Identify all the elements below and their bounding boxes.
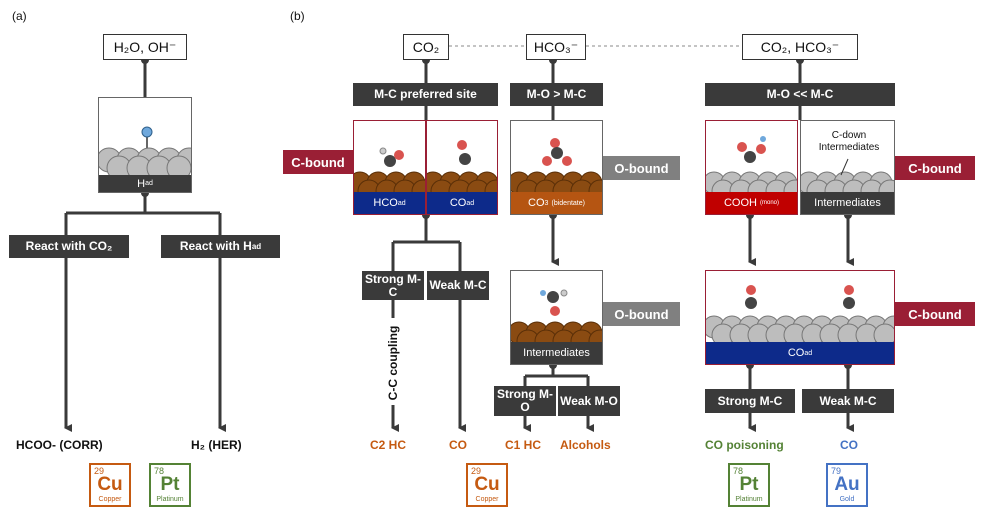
reactant-water-box: H₂O, OH⁻ (103, 34, 187, 60)
product-h2: H₂ (HER) (191, 438, 242, 452)
reactant-co2-hco3-box: CO₂, HCO₃⁻ (742, 34, 858, 60)
product-alcohols: Alcohols (560, 438, 611, 452)
header-mc-preferred-site: M-C preferred site (353, 83, 498, 106)
co-on-surface-illustration (706, 285, 894, 347)
c-bound-tag-right-top: C-bound (895, 156, 975, 180)
strong-mc-au-box: Strong M-C (705, 389, 795, 413)
c-down-note: C-down Intermediates (818, 130, 880, 153)
o-bound-tag-bottom: O-bound (603, 302, 680, 326)
c-bound-tag-right-bottom: C-bound (895, 302, 975, 326)
weak-mc-au-box: Weak M-C (802, 389, 894, 413)
intermediates-label-top: Intermediates (801, 192, 894, 214)
strong-mc-box: Strong M-C (362, 271, 424, 300)
weak-mo-box: Weak M-O (558, 386, 620, 416)
cooh-label: COOH (mono) (706, 192, 797, 214)
header-mo-gt-mc: M-O > M-C (510, 83, 603, 106)
o-bound-tag-top: O-bound (603, 156, 680, 180)
header-mo-ll-mc: M-O << M-C (705, 83, 895, 106)
intermediates-label-mid: Intermediates (511, 342, 602, 364)
c-bound-tag-left: C-bound (283, 150, 353, 174)
intermediates-o-bound-image: Intermediates (510, 270, 603, 365)
weak-mc-box: Weak M-C (427, 271, 489, 300)
product-co-au: CO (840, 438, 858, 452)
reactant-co2-box: CO₂ (403, 34, 449, 60)
cooh-surface-image: COOH (mono) (705, 120, 798, 215)
product-c1hc: C1 HC (505, 438, 542, 452)
c-down-intermediates-image: C-down Intermediates Intermediates (800, 120, 895, 215)
reactant-hco3-box: HCO₃⁻ (526, 34, 586, 60)
react-with-co2-box: React with CO₂ (9, 235, 129, 258)
strong-mo-box: Strong M-O (494, 386, 556, 416)
product-hcoo: HCOO- (CORR) (16, 438, 103, 452)
product-co-cu: CO (449, 438, 467, 452)
panel-a-label: (a) (12, 9, 27, 23)
panel-b-label: (b) (290, 9, 305, 23)
cc-coupling-label: C-C coupling (386, 325, 400, 401)
product-c2hc: C2 HC (370, 438, 407, 452)
product-co-poisoning: CO poisoning (705, 438, 784, 452)
